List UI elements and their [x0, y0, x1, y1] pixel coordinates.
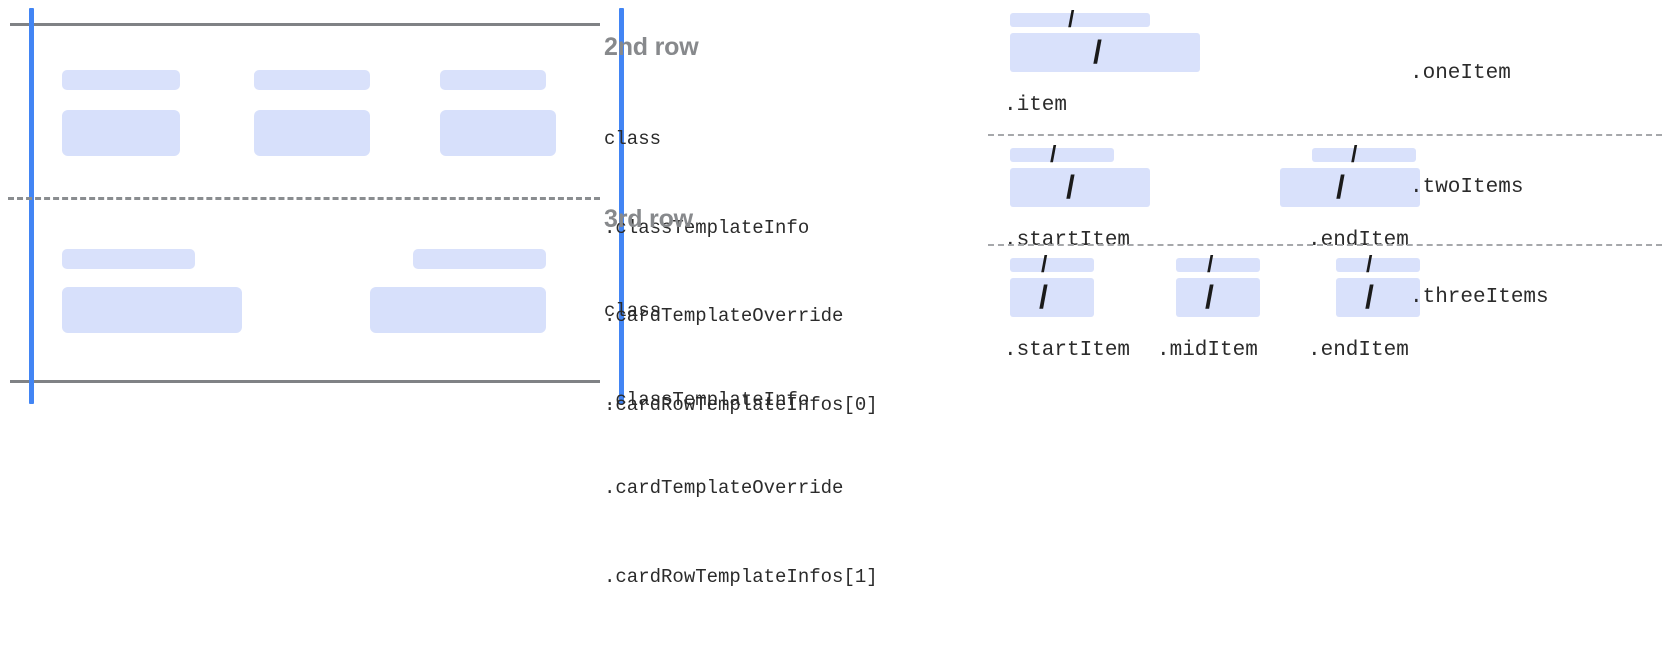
row1-item1-label-bar — [62, 70, 180, 90]
variant-name: .twoItems — [1410, 176, 1524, 199]
slash-glyph: / — [1366, 251, 1373, 277]
row1-item2-content-box — [254, 110, 370, 156]
card-left-edge-guide — [29, 8, 34, 404]
variant-separator — [988, 134, 1662, 136]
row1-item1-content-box — [62, 110, 180, 156]
row2-item1-label-bar — [62, 249, 195, 269]
card-bottom-edge-rule — [10, 380, 600, 383]
slot-label-bar — [1010, 148, 1114, 162]
row-separator-guide — [8, 197, 600, 200]
code-line: .classTemplateInfo — [604, 216, 810, 239]
code-line: .classTemplateInfo — [604, 388, 810, 411]
slash-glyph: / — [1365, 279, 1374, 315]
slash-glyph: / — [1041, 251, 1048, 277]
slot-label-bar — [1010, 13, 1150, 27]
slot-label-bar — [1010, 258, 1094, 272]
slot-content-box — [1280, 168, 1420, 207]
slash-glyph: / — [1068, 6, 1075, 32]
row-description-2nd: 2nd row class .classTemplateInfo .cardTe… — [604, 32, 974, 479]
slot-label-bar — [1176, 258, 1260, 272]
row2-item2-label-bar — [413, 249, 546, 269]
row1-item2-label-bar — [254, 70, 370, 90]
slash-glyph: / — [1205, 279, 1214, 315]
slot-label: .endItem — [1308, 339, 1409, 362]
row-code-path: class .classTemplateInfo .cardTemplateOv… — [604, 66, 974, 479]
slash-glyph: / — [1050, 141, 1057, 167]
row1-item3-content-box — [440, 110, 556, 156]
code-line: .cardRowTemplateInfos[0] — [604, 393, 878, 416]
slot-label: .startItem — [1004, 339, 1131, 362]
slash-glyph: / — [1039, 279, 1048, 315]
card-top-edge-rule — [10, 23, 600, 26]
code-line: class — [604, 300, 662, 322]
code-line: .cardRowTemplateInfos[1] — [604, 565, 878, 588]
slot-content-box — [1176, 278, 1260, 317]
slot-label: .midItem — [1157, 339, 1258, 362]
variant-name: .threeItems — [1410, 286, 1549, 309]
row-item-variants: / / .item .oneItem / / .startItem / / .e… — [974, 0, 1676, 412]
slot-label: .endItem — [1308, 229, 1409, 252]
slot-content-box — [1336, 278, 1420, 317]
row-descriptions: 2nd row class .classTemplateInfo .cardTe… — [604, 0, 974, 588]
row-description-3rd: 3rd row class .classTemplateInfo .cardTe… — [604, 204, 974, 651]
slot-content-box — [1010, 168, 1150, 207]
variant-name: .oneItem — [1410, 62, 1511, 85]
code-line: class — [604, 128, 662, 150]
slot-content-box — [1010, 33, 1200, 72]
slot-label-bar — [1312, 148, 1416, 162]
card-row-layout-preview — [0, 0, 624, 412]
row1-item3-label-bar — [440, 70, 546, 90]
code-line: .cardTemplateOverride — [604, 305, 844, 327]
slot-content-box — [1010, 278, 1094, 317]
slot-label-bar — [1336, 258, 1420, 272]
slash-glyph: / — [1066, 169, 1075, 205]
row-title: 2nd row — [604, 33, 699, 61]
variant-separator — [988, 244, 1662, 246]
row-code-path: class .classTemplateInfo .cardTemplateOv… — [604, 238, 974, 651]
row2-item2-content-box — [370, 287, 546, 333]
slash-glyph: / — [1207, 251, 1214, 277]
slash-glyph: / — [1093, 34, 1102, 70]
slash-glyph: / — [1351, 141, 1358, 167]
code-line: .cardTemplateOverride — [604, 477, 844, 499]
row-title: 3rd row — [604, 205, 693, 233]
card-right-edge-guide — [619, 8, 624, 404]
slot-label: .startItem — [1004, 229, 1131, 252]
slot-label: .item — [1004, 94, 1068, 117]
slash-glyph: / — [1336, 169, 1345, 205]
row2-item1-content-box — [62, 287, 242, 333]
